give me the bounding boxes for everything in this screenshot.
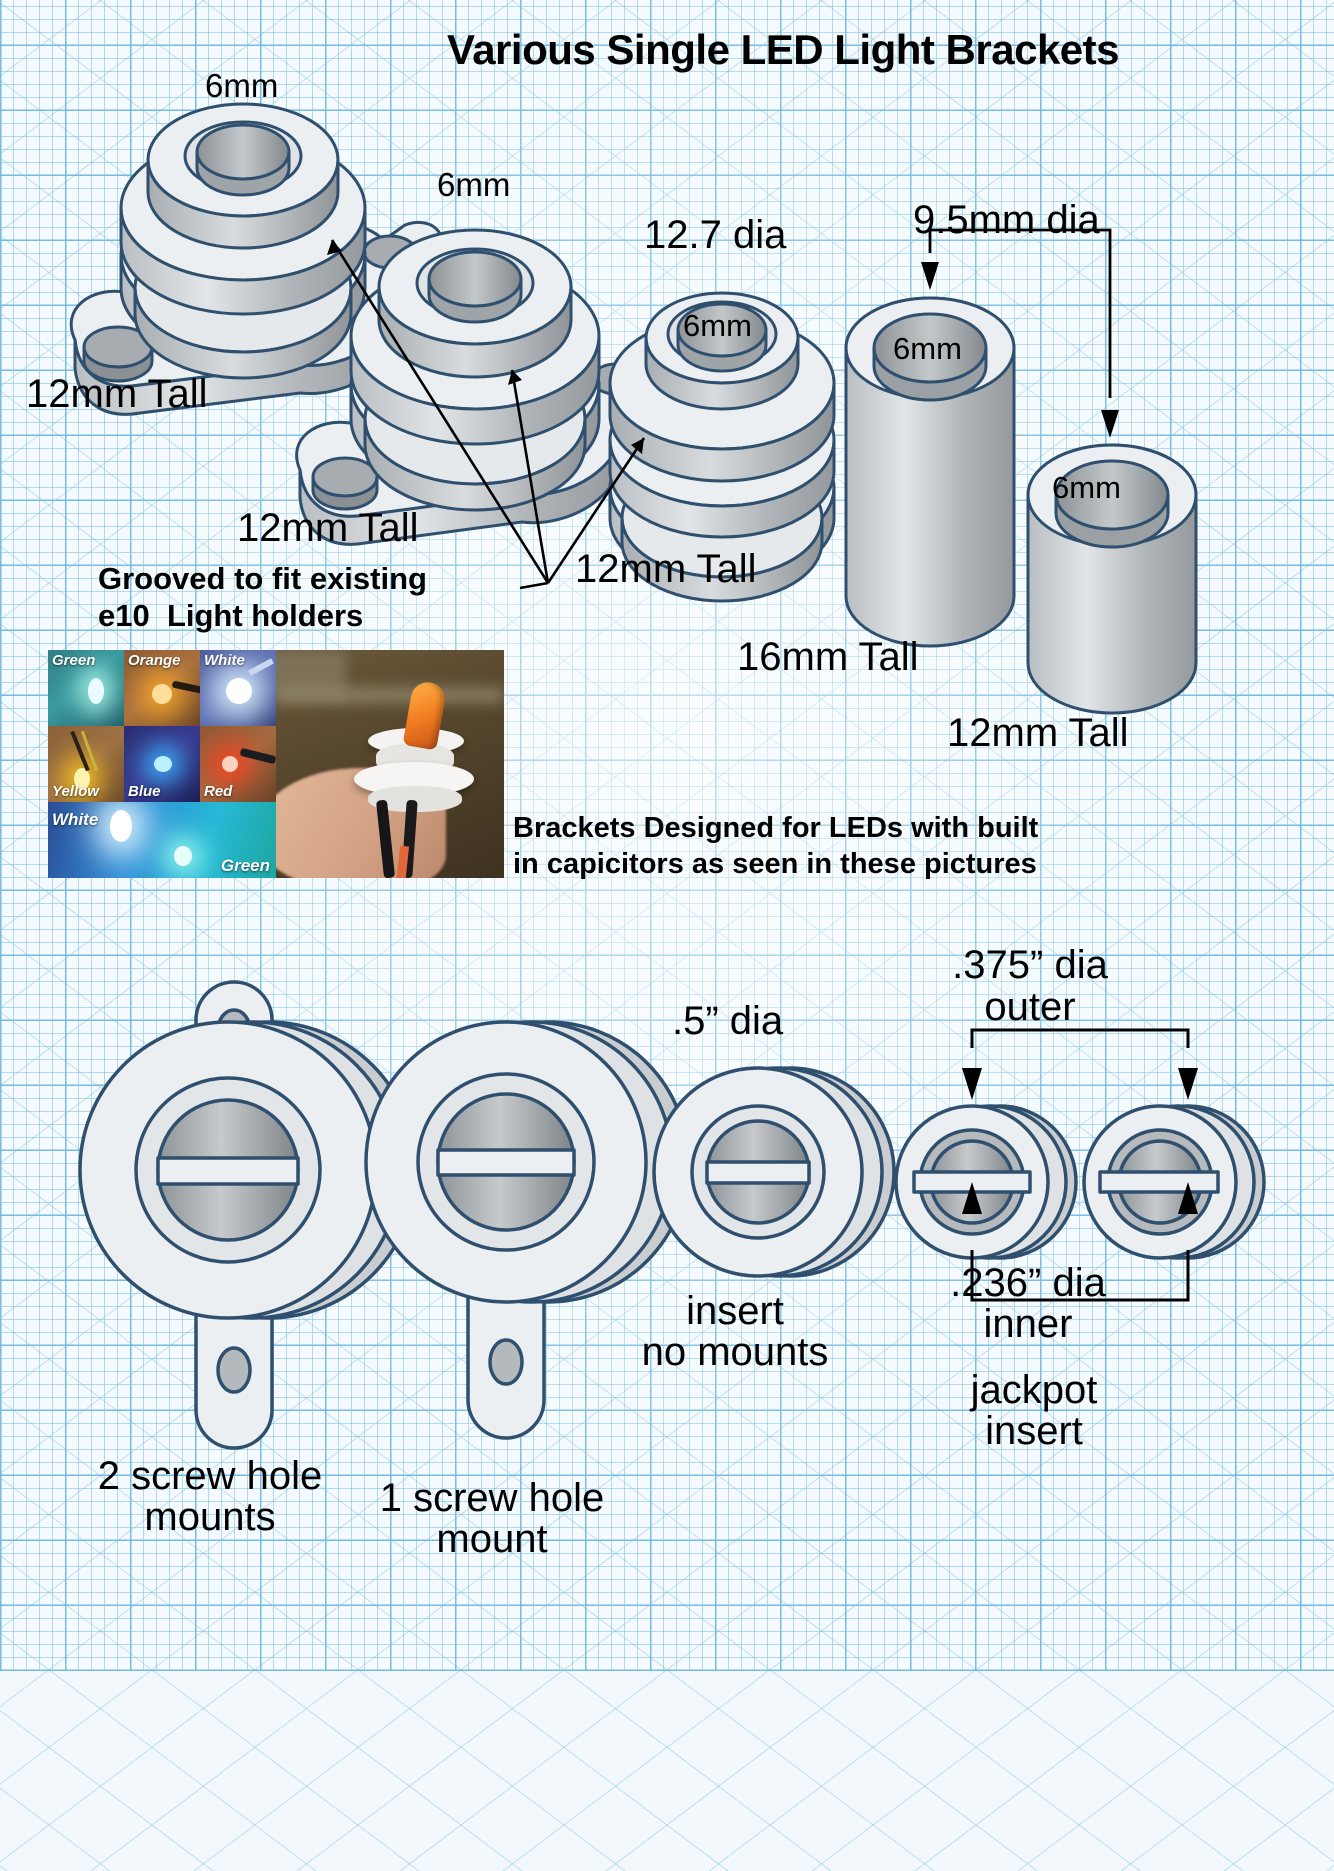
label-tube-short-height: 12mm Tall — [947, 711, 1129, 755]
label-bracket1-bore: 6mm — [205, 67, 279, 104]
led-photo-collage: Green Orange White Yellow Blue Red — [48, 650, 504, 878]
label-two-screw-line1: 2 screw hole — [97, 1454, 323, 1498]
label-bracket2-bore: 6mm — [437, 166, 511, 203]
led-cell-white-green-wide: White Green — [48, 802, 276, 878]
led-cell-red: Red — [200, 726, 276, 802]
led-label: Orange — [128, 652, 181, 669]
label-jackpot-line1: jackpot — [970, 1368, 1098, 1412]
led-bracket-photo — [276, 650, 504, 878]
led-cell-white: White — [200, 650, 276, 726]
label-inner-dia-line2: inner — [983, 1302, 1073, 1346]
label-one-screw-line2: mount — [436, 1517, 548, 1561]
label-insert-line1: insert — [686, 1289, 784, 1333]
label-outer-dia-line2: outer — [984, 985, 1076, 1029]
caption-line2: in capicitors as seen in these pictures — [513, 848, 1037, 880]
led-color-grid: Green Orange White Yellow Blue Red — [48, 650, 276, 878]
label-puck-bore: 6mm — [683, 308, 752, 343]
wide-cell-right-label: Green — [220, 856, 270, 875]
label-two-screw-line2: mounts — [144, 1495, 276, 1539]
page-title: Various Single LED Light Brackets — [447, 26, 1120, 73]
label-bracket2-height: 12mm Tall — [237, 506, 419, 550]
label-tube-tall-bore: 6mm — [893, 331, 962, 366]
wide-cell-left-label: White — [52, 810, 99, 829]
caption-line1: Brackets Designed for LEDs with built — [513, 812, 1039, 844]
groove-note-line1: Grooved to fit existing — [98, 561, 427, 596]
label-puck-height: 12mm Tall — [575, 547, 757, 591]
led-cell-green: Green — [48, 650, 124, 726]
label-outer-dia-line1: .375” dia — [952, 943, 1108, 987]
groove-note-line2: e10 Light holders — [98, 598, 364, 633]
label-tube-tall-height: 16mm Tall — [737, 635, 919, 679]
label-bracket1-height: 12mm Tall — [26, 372, 208, 416]
label-inner-dia-line1: .236” dia — [950, 1261, 1106, 1305]
label-one-screw-line1: 1 screw hole — [379, 1476, 605, 1520]
led-cell-orange: Orange — [124, 650, 200, 726]
top-parts-render — [69, 102, 1198, 715]
led-cell-yellow: Yellow — [48, 726, 124, 802]
led-label: Green — [52, 652, 96, 669]
led-label: Yellow — [52, 783, 99, 800]
led-label: White — [204, 652, 245, 669]
label-tube-dia: 9.5mm dia — [913, 198, 1100, 242]
bottom-parts-render — [78, 980, 1266, 1450]
led-label: Red — [204, 783, 233, 800]
led-label: Blue — [128, 783, 161, 800]
label-puck-dia: 12.7 dia — [644, 213, 787, 257]
label-tube-short-bore: 6mm — [1052, 470, 1121, 505]
label-insert-line2: no mounts — [641, 1330, 829, 1374]
label-jackpot-line2: insert — [985, 1409, 1083, 1453]
led-cell-blue: Blue — [124, 726, 200, 802]
label-front-half-dia: .5” dia — [672, 999, 784, 1043]
